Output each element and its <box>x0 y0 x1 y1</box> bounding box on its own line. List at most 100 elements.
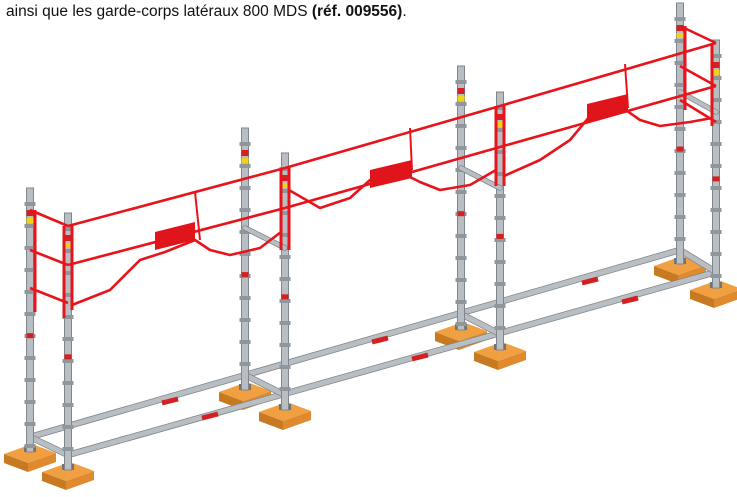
rosette <box>455 322 467 326</box>
upright-marker-yellow <box>676 33 684 38</box>
rosette <box>24 246 36 250</box>
rosette <box>710 186 722 190</box>
transom-face <box>242 372 288 398</box>
rosette <box>494 216 506 220</box>
rosette <box>62 447 74 451</box>
upright-marker-red <box>457 88 465 94</box>
rosette <box>710 252 722 256</box>
brace-face <box>243 226 287 250</box>
base-plank-side <box>42 472 66 490</box>
ledger-front-face <box>65 269 719 458</box>
upright-marker-yellow <box>712 70 720 75</box>
rosette <box>710 274 722 278</box>
upright-tube <box>676 2 684 265</box>
caption-text-main: ainsi que les garde-corps latéraux 800 M… <box>6 3 312 20</box>
rosette <box>24 312 36 316</box>
toe-panel <box>155 222 195 250</box>
rosette <box>710 230 722 234</box>
rosette <box>239 252 251 256</box>
rosette <box>455 300 467 304</box>
base-plank-front <box>283 411 311 430</box>
rosette <box>279 387 291 391</box>
upright-marker-yellow <box>26 218 34 223</box>
base-plank-front <box>714 290 737 308</box>
upright-marker-red <box>64 354 72 360</box>
upright-marker-yellow <box>496 122 504 127</box>
rosette <box>62 381 74 385</box>
rosette <box>24 202 36 206</box>
rosette <box>455 190 467 194</box>
top-rail <box>67 166 286 228</box>
upright-tube <box>457 65 465 331</box>
transom-face <box>27 434 71 458</box>
base-plank <box>690 280 737 299</box>
rosette <box>279 189 291 193</box>
rosette <box>710 208 722 212</box>
ledger-marker <box>201 411 219 421</box>
rosette <box>710 142 722 146</box>
upright-marker-red <box>496 233 504 239</box>
rosette <box>494 194 506 198</box>
rosette <box>674 105 686 109</box>
rosette <box>62 271 74 275</box>
rosette <box>239 296 251 300</box>
rosette <box>674 39 686 43</box>
upright-marker-yellow <box>457 96 465 101</box>
rosette <box>239 208 251 212</box>
base-planks <box>4 256 737 490</box>
base-plank-front <box>498 351 526 370</box>
caption-period: . <box>402 3 407 20</box>
base-plank <box>4 444 56 463</box>
rosette <box>24 400 36 404</box>
rosette <box>62 337 74 341</box>
toe-panel <box>587 94 628 122</box>
rosette <box>279 233 291 237</box>
rosette <box>674 17 686 21</box>
rosette <box>279 299 291 303</box>
rosette <box>24 290 36 294</box>
rosette <box>62 359 74 363</box>
rosette <box>279 277 291 281</box>
base-plank <box>435 322 487 341</box>
rosette <box>62 425 74 429</box>
rosette <box>24 378 36 382</box>
base-plank-side <box>474 352 498 370</box>
rosette <box>455 146 467 150</box>
rosette <box>62 403 74 407</box>
upright-marker-red <box>26 210 34 216</box>
upright-tube <box>241 127 249 391</box>
ground-ledgers <box>26 246 720 459</box>
rosette <box>455 256 467 260</box>
upright-marker-red <box>281 175 289 181</box>
rosette <box>674 61 686 65</box>
upright-marker-yellow <box>281 183 289 188</box>
top-rail <box>284 104 501 170</box>
rosette <box>674 215 686 219</box>
transom-face <box>458 311 503 337</box>
rosette <box>674 193 686 197</box>
rosette <box>494 304 506 308</box>
rosette <box>239 186 251 190</box>
rosette <box>24 444 36 448</box>
rosette <box>279 365 291 369</box>
upright-marker-red <box>241 150 249 156</box>
ledger-marker <box>621 295 639 305</box>
base-plank-side <box>690 290 714 308</box>
rosette <box>455 80 467 84</box>
base-plank-front <box>28 453 56 472</box>
reference-number: (réf. 009556) <box>311 3 403 20</box>
upright-marker-red <box>241 272 249 278</box>
upright-marker-yellow <box>241 158 249 163</box>
upright-tube <box>496 91 504 351</box>
upright-tube <box>281 152 289 411</box>
rosette <box>24 224 36 228</box>
ledger-marker <box>581 276 599 286</box>
rosette <box>494 238 506 242</box>
ledger-marker <box>411 352 429 362</box>
upright-marker-red <box>676 146 684 152</box>
rosette <box>494 150 506 154</box>
panel-brace <box>194 191 201 241</box>
rosette <box>674 83 686 87</box>
upright-marker-yellow <box>64 243 72 248</box>
base-plank-side <box>654 266 678 284</box>
